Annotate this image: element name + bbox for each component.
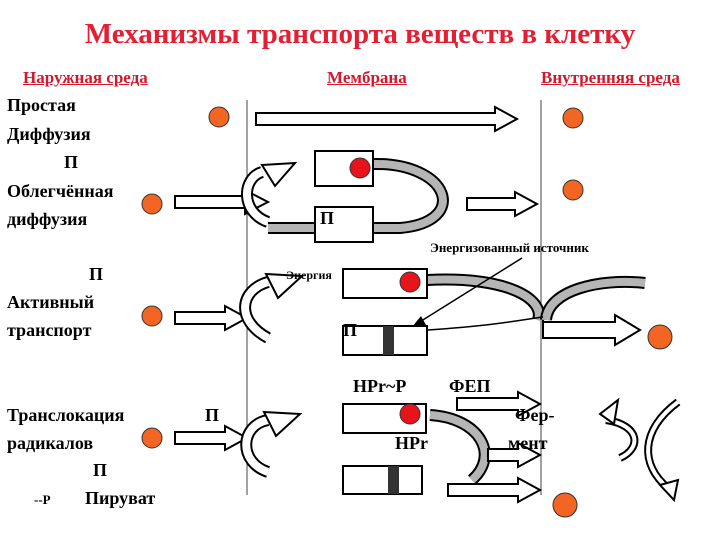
label-facilitated-2: диффузия	[7, 209, 88, 229]
label-active-transport-2: транспорт	[7, 320, 92, 340]
arrow-hpr-return	[487, 441, 543, 469]
cycle-arc-translocation-right	[429, 411, 489, 483]
molecule-inner-active	[647, 324, 673, 350]
cycle-arc-facilitated-left	[243, 168, 270, 226]
header-inner-environment: Внутренняя среда	[541, 68, 680, 87]
label-translocation-1: Транслокация	[7, 405, 125, 425]
enzyme-arrowhead-right	[658, 478, 680, 503]
enzyme-arc-right	[646, 400, 680, 490]
header-outer-environment: Наружная среда	[23, 68, 148, 87]
label-facilitated-p: П	[64, 152, 79, 172]
cycle-arc-active-left	[241, 278, 271, 342]
cycle-arc-translocation-left	[242, 416, 270, 476]
bound-molecule-facilitated	[349, 157, 371, 179]
label-p-prefix: --P	[34, 492, 51, 507]
cycle-line-active-lower	[427, 316, 544, 331]
pointer-head-energized-source	[412, 316, 426, 327]
page-title: Механизмы транспорта веществ в клетку	[84, 18, 636, 50]
bound-molecule-translocation	[399, 403, 421, 425]
carrier-translocation-bottom	[342, 465, 423, 495]
label-translocation-p2: П	[93, 460, 108, 480]
label-ferment-2: мент	[508, 433, 548, 453]
label-simple-diffusion-1: Простая	[7, 95, 76, 115]
cycle-arc-active-inner	[542, 277, 646, 321]
arrow-simple-diffusion	[255, 105, 520, 133]
label-energized-source: Энергизованный источник	[430, 240, 589, 255]
label-facilitated-1: Облегчённая	[7, 181, 114, 201]
molecule-inner-pyruvate	[552, 492, 578, 518]
label-translocation-2: радикалов	[7, 433, 94, 453]
carrier-facilitated-bottom	[314, 206, 374, 243]
enzyme-arrowhead-left	[598, 397, 620, 426]
molecule-outer-simple	[208, 106, 230, 128]
molecule-outer-active	[141, 305, 163, 327]
label-active-carrier-p: П	[343, 320, 358, 340]
label-active-transport-1: Активный	[7, 292, 95, 312]
label-energy: Энергия	[286, 268, 332, 282]
arrow-translocation-in	[174, 424, 250, 452]
arrow-translocation-out	[447, 476, 543, 504]
molecule-outer-translocation	[141, 427, 163, 449]
molecule-inner-facilitated	[562, 179, 584, 201]
header-membrane: Мембрана	[327, 68, 407, 87]
energized-band-translocation	[388, 466, 399, 494]
cycle-arrowhead-facilitated	[260, 161, 298, 188]
label-translocation-p: П	[205, 405, 220, 425]
arrow-active-out	[542, 313, 642, 347]
label-ferment-1: Фер-	[515, 405, 555, 425]
cycle-arrowhead-translocation	[262, 410, 303, 438]
label-hpr: HPr	[395, 433, 428, 453]
arrow-facilitated-out	[466, 190, 540, 218]
label-pyruvate: Пируват	[85, 488, 156, 508]
pointer-energized-source	[417, 257, 523, 324]
arrow-hpr-p-transfer	[456, 390, 543, 418]
cycle-arrowhead-active	[264, 272, 305, 300]
label-simple-diffusion-2: Диффузия	[7, 124, 91, 144]
molecule-outer-facilitated	[141, 193, 163, 215]
cycle-arc-active-right	[426, 275, 543, 322]
molecule-inner-simple	[562, 107, 584, 129]
arrow-active-in	[174, 304, 250, 332]
cycle-arc-facilitated-right	[268, 159, 447, 232]
label-hpr-p: HPr~P	[353, 376, 407, 396]
label-fep: ФЕП	[449, 376, 491, 396]
label-facilitated-carrier-p: П	[320, 208, 335, 228]
energized-band-active	[383, 326, 394, 355]
label-active-p: П	[89, 264, 104, 284]
bound-molecule-active	[399, 271, 421, 293]
